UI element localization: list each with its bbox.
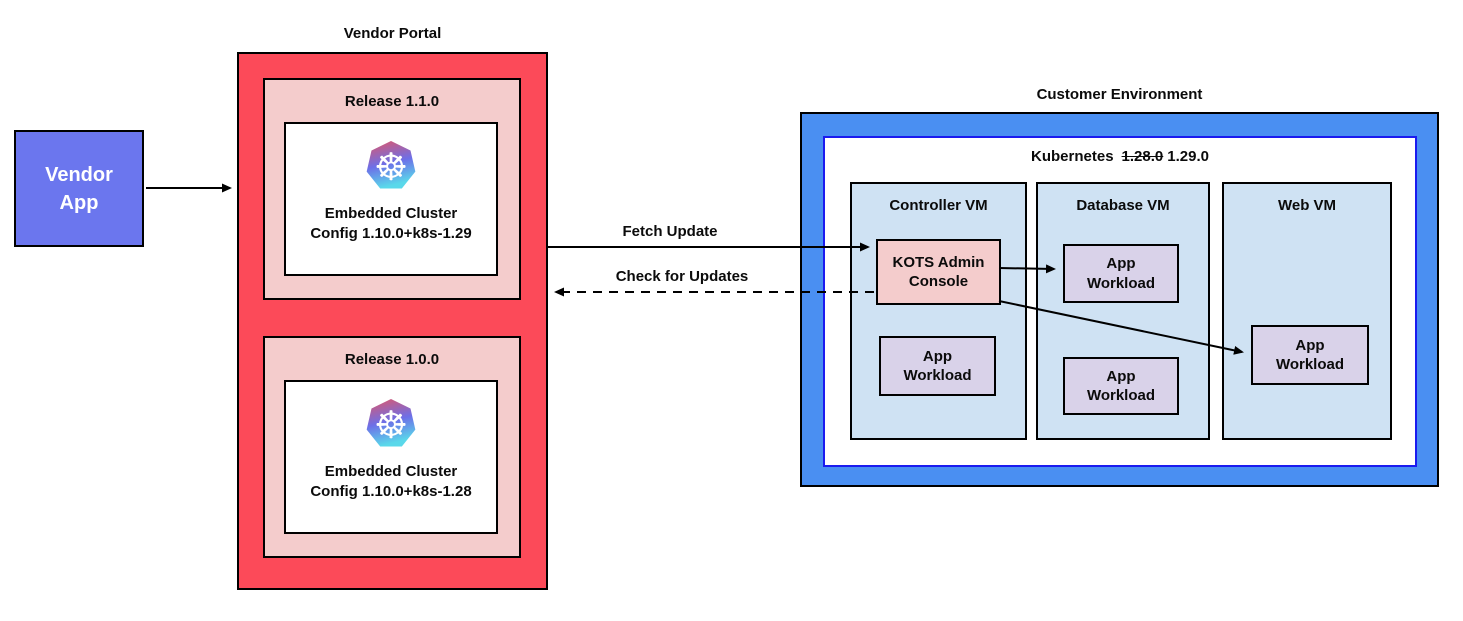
release-config-card: ☸ Embedded Cluster Config 1.10.0+k8s-1.2… xyxy=(284,122,498,276)
kots-admin-console-label: KOTS Admin Console xyxy=(892,253,985,291)
vendor-app-label: Vendor App xyxy=(45,163,113,214)
release-card-1-1-0: Release 1.1.0 ☸ Embedded Cluster xyxy=(263,78,521,300)
vendor-portal-title: Vendor Portal xyxy=(343,25,442,42)
release-config-line2: Config 1.10.0+k8s-1.29 xyxy=(310,224,472,242)
release-card-1-0-0: Release 1.0.0 ☸ Embedded Cluster xyxy=(263,336,521,558)
app-workload-box: App Workload xyxy=(1063,357,1179,415)
release-config-line1: Embedded Cluster xyxy=(324,205,458,222)
app-workload-label: App Workload xyxy=(1086,255,1156,292)
release-config-line2: Config 1.10.0+k8s-1.28 xyxy=(310,482,472,500)
fetch-update-label: Fetch Update xyxy=(622,223,718,240)
vm-name: Controller VM xyxy=(889,197,988,214)
kubernetes-icon: ☸ xyxy=(365,140,417,192)
app-workload-label: App Workload xyxy=(1275,336,1345,374)
vm-name: Web VM xyxy=(1277,197,1337,214)
app-workload-box: App Workload xyxy=(1063,244,1179,303)
app-workload-box: App Workload xyxy=(1251,325,1369,385)
kubernetes-new-version: 1.29.0 xyxy=(1167,148,1209,165)
app-workload-box: App Workload xyxy=(879,336,996,396)
vendor-app-box: Vendor App xyxy=(14,130,144,247)
release-title: Release 1.0.0 xyxy=(344,351,440,368)
release-config-label: Embedded Cluster Config 1.10.0+k8s-1.29 xyxy=(310,204,471,243)
check-for-updates-label: Check for Updates xyxy=(615,268,749,285)
kots-admin-console-box: KOTS Admin Console xyxy=(876,239,1001,305)
customer-environment-title: Customer Environment xyxy=(1036,86,1203,103)
web-vm-box: Web VM App Workload xyxy=(1222,182,1392,440)
kubernetes-icon: ☸ xyxy=(365,398,417,450)
release-config-card: ☸ Embedded Cluster Config 1.10.0+k8s-1.2… xyxy=(284,380,498,534)
release-config-line1: Embedded Cluster xyxy=(324,463,458,480)
kubernetes-wheel-glyph: ☸ xyxy=(373,145,409,189)
kubernetes-old-version-strikethrough: 1.28.0 xyxy=(1121,148,1164,165)
database-vm-box: Database VM App Workload App Workload xyxy=(1036,182,1210,440)
app-workload-label: App Workload xyxy=(1086,367,1156,405)
vm-name: Database VM xyxy=(1076,197,1170,214)
kubernetes-version-prefix: Kubernetes xyxy=(1031,148,1114,165)
controller-vm-box: Controller VM KOTS Admin Console App Wor… xyxy=(850,182,1027,440)
release-title: Release 1.1.0 xyxy=(344,93,440,110)
release-config-label: Embedded Cluster Config 1.10.0+k8s-1.28 xyxy=(310,462,471,501)
app-workload-label: App Workload xyxy=(903,347,972,385)
kubernetes-wheel-glyph: ☸ xyxy=(373,403,409,447)
